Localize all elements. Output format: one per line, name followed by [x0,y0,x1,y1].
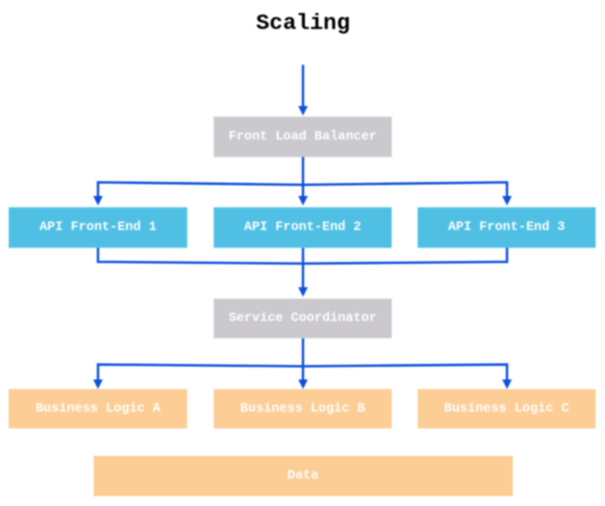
svg-text:Business Logic B: Business Logic B [240,401,365,416]
svg-text:Business Logic C: Business Logic C [444,401,569,416]
svg-text:Service Coordinator: Service Coordinator [229,310,377,325]
svg-text:Scaling: Scaling [256,10,350,36]
svg-text:Business Logic A: Business Logic A [36,401,161,416]
svg-text:API Front-End 1: API Front-End 1 [39,219,156,234]
svg-text:Data: Data [287,468,318,483]
svg-text:API Front-End 3: API Front-End 3 [448,219,565,234]
svg-text:Front Load Balancer: Front Load Balancer [229,129,377,144]
svg-text:API Front-End 2: API Front-End 2 [244,219,361,234]
